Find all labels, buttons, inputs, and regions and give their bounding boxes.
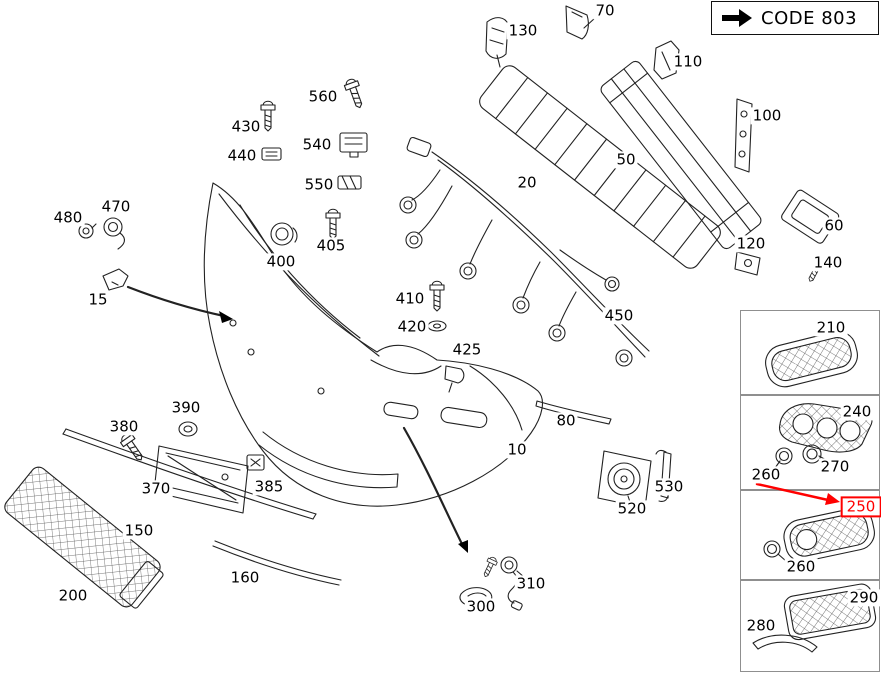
part-label-420: 420 <box>395 317 429 336</box>
part-label-15: 15 <box>86 290 110 309</box>
part-label-270: 270 <box>818 457 852 476</box>
part-grille-200 <box>4 466 164 609</box>
part-impact-absorber <box>479 65 721 269</box>
part-bracket-110 <box>653 40 680 80</box>
part-label-260-a: 260 <box>749 465 783 484</box>
part-fog-grille-210 <box>765 330 858 388</box>
part-label-310: 310 <box>514 574 548 593</box>
part-label-250-highlighted: 250 <box>840 496 881 518</box>
part-label-50: 50 <box>614 150 638 169</box>
part-bolt-410 <box>429 280 445 312</box>
pointer-arrow-left <box>126 285 233 323</box>
part-clip-425 <box>444 365 465 393</box>
part-trim-strip-280 <box>752 634 818 653</box>
part-label-405: 405 <box>314 236 348 255</box>
part-label-540: 540 <box>300 135 334 154</box>
part-strip-80 <box>535 400 612 425</box>
part-label-260-b: 260 <box>784 557 818 576</box>
part-trim-strip-150 <box>62 428 317 520</box>
part-clip-550 <box>337 175 362 190</box>
part-label-480: 480 <box>51 208 85 227</box>
code-arrow-icon <box>722 9 752 27</box>
part-label-100: 100 <box>750 106 784 125</box>
part-label-210: 210 <box>814 318 848 337</box>
part-wiring-harness <box>399 136 650 367</box>
part-washer-420 <box>427 320 447 332</box>
part-label-160: 160 <box>228 568 262 587</box>
leader-lines <box>91 17 631 578</box>
part-label-280: 280 <box>744 616 778 635</box>
part-bracket-15 <box>102 268 129 291</box>
part-label-120: 120 <box>734 234 768 253</box>
code-label: CODE 803 <box>761 7 858 29</box>
part-label-470: 470 <box>99 197 133 216</box>
part-label-240: 240 <box>840 402 874 421</box>
part-label-430: 430 <box>229 117 263 136</box>
part-label-20: 20 <box>515 173 539 192</box>
pointer-arrow-down <box>402 426 468 553</box>
part-label-70: 70 <box>593 1 617 20</box>
part-ring-260-b <box>763 540 787 562</box>
part-license-bracket-370 <box>153 445 249 514</box>
part-grille-250 <box>783 507 875 563</box>
part-label-150: 150 <box>122 521 156 540</box>
part-label-520: 520 <box>615 499 649 518</box>
part-trim-strip-160 <box>212 540 342 586</box>
part-bumper-cover <box>203 182 544 507</box>
part-label-110: 110 <box>671 52 705 71</box>
part-label-390: 390 <box>169 398 203 417</box>
part-label-10: 10 <box>505 440 529 459</box>
part-bracket-540 <box>339 132 368 158</box>
part-label-425: 425 <box>450 340 484 359</box>
code-box: CODE 803 <box>711 1 879 35</box>
part-bolt-560 <box>342 76 367 111</box>
part-label-550: 550 <box>302 175 336 194</box>
part-bolt-405 <box>325 208 341 240</box>
part-bracket-385 <box>246 454 265 471</box>
part-label-140: 140 <box>811 253 845 272</box>
part-sensor-470 <box>103 217 126 250</box>
part-label-380: 380 <box>107 417 141 436</box>
part-label-130: 130 <box>506 21 540 40</box>
part-label-400: 400 <box>264 252 298 271</box>
part-label-560: 560 <box>306 87 340 106</box>
part-sensor-400 <box>270 222 298 246</box>
part-label-440: 440 <box>225 146 259 165</box>
part-label-300: 300 <box>464 597 498 616</box>
part-label-200: 200 <box>56 586 90 605</box>
part-clip-440 <box>261 147 282 161</box>
part-bracket-100 <box>734 98 753 173</box>
part-label-60: 60 <box>822 216 846 235</box>
part-grommet-390 <box>178 421 198 437</box>
part-bolt-430 <box>260 100 276 132</box>
part-label-450: 450 <box>602 306 636 325</box>
part-label-370: 370 <box>139 479 173 498</box>
part-bracket-120 <box>734 251 761 276</box>
part-label-290: 290 <box>847 588 881 607</box>
part-label-80: 80 <box>554 411 578 430</box>
part-bracket-70 <box>565 5 589 40</box>
part-label-530: 530 <box>652 477 686 496</box>
part-cap-480 <box>78 223 94 239</box>
part-bracket-130 <box>485 17 509 68</box>
red-pointer-arrow <box>755 482 840 505</box>
part-label-410: 410 <box>393 289 427 308</box>
part-label-385: 385 <box>252 477 286 496</box>
